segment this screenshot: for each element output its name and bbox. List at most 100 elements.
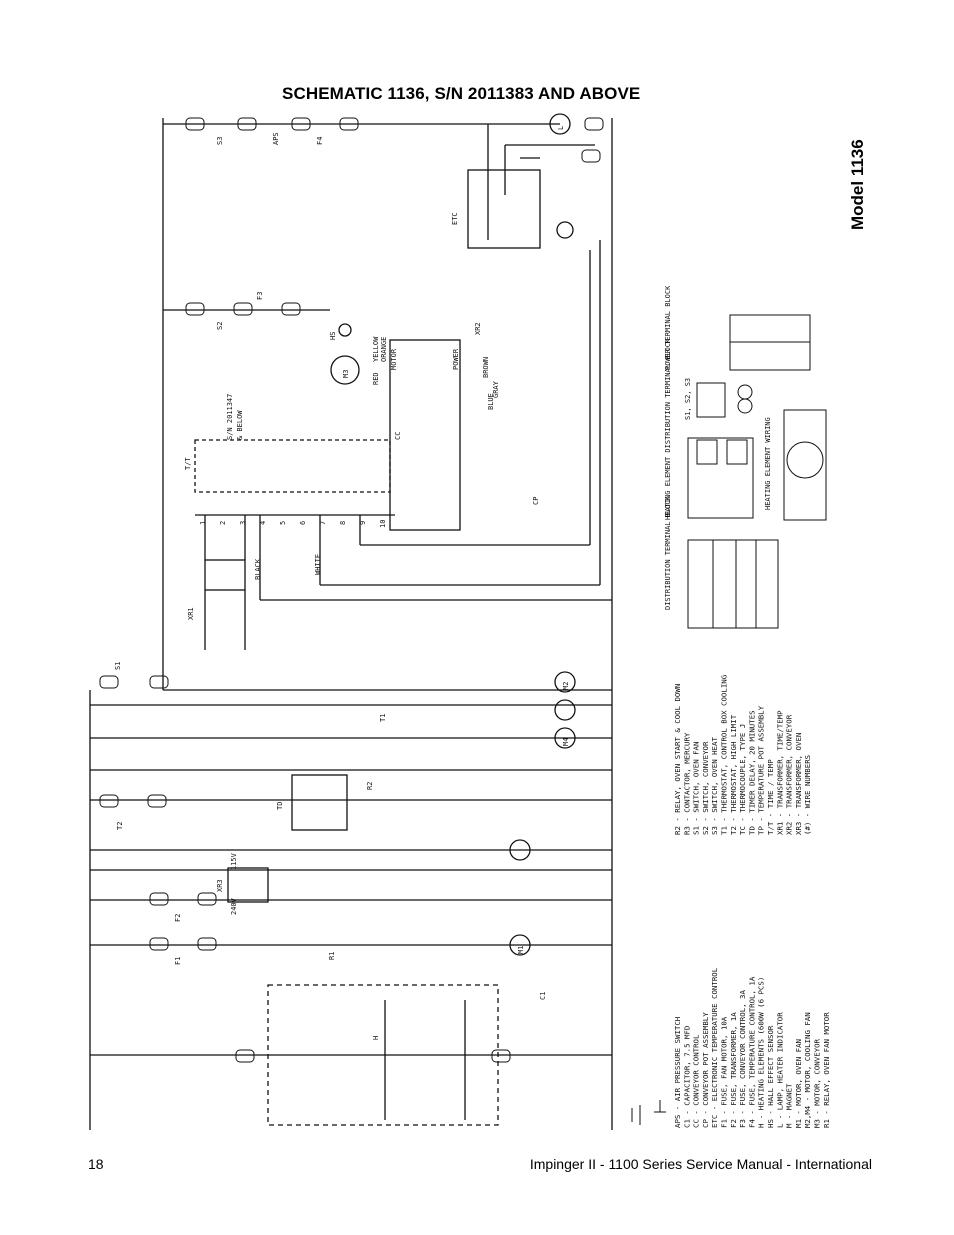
legend-entry: TD - TIMER DELAY, 20 MINUTES xyxy=(747,710,756,835)
f1-label: F1 xyxy=(174,957,182,965)
r2-label: R2 xyxy=(366,782,374,790)
aps-label: APS xyxy=(272,132,280,145)
heating-wiring-label: HEATING ELEMENT WIRING xyxy=(764,417,772,510)
xr2-label: XR2 xyxy=(474,322,482,335)
legend-entry: T/T - TIME / TEMP xyxy=(766,759,775,835)
tt-number: 3 xyxy=(239,521,247,525)
m1-label: M1 xyxy=(517,946,525,954)
v240-label: 240V xyxy=(230,897,238,915)
legend-entry: APS - AIR PRESSURE SWITCH xyxy=(673,1017,682,1128)
s3-label: S3 xyxy=(216,137,224,145)
v115-label: 115V xyxy=(230,852,238,870)
m2-label: M2 xyxy=(562,682,570,690)
hs-label: HS xyxy=(329,332,337,340)
wire-orange-label: ORANGE xyxy=(380,337,388,362)
legend-entry: XR2 - TRANSFORMER, CONVEYOR xyxy=(785,714,794,835)
wire-blue-label: BLUE xyxy=(487,393,495,410)
cp-label: CP xyxy=(532,497,540,505)
tt-number: 8 xyxy=(339,521,347,525)
heating-block-label: HEATING ELEMENT DISTRIBUTION TERMINAL BL… xyxy=(664,338,672,520)
page-title: SCHEMATIC 1136, S/N 2011383 AND ABOVE xyxy=(282,84,641,103)
legend-entry: M1 - MOTOR, OVEN FAN xyxy=(794,1039,803,1128)
dist-block-label: DISTRIBUTION TERMINAL BLOCK xyxy=(664,495,672,610)
legend-entry: T1 - THERMOSTAT, CONTROL BOX COOLING xyxy=(720,675,729,835)
wire-brown-label: BROWN xyxy=(482,357,490,378)
switches-label: S1, S2, S3 xyxy=(684,378,692,420)
tt-label: T/T xyxy=(184,457,192,470)
tt-numbers: 1 2 3 4 5 6 7 8 9 10 xyxy=(199,520,387,528)
legend-entry: S2 - SWITCH, CONVEYOR xyxy=(701,741,710,835)
r1-label: R1 xyxy=(328,952,336,960)
f3-label: F3 xyxy=(256,292,264,300)
tt-number: 6 xyxy=(299,521,307,525)
s2-label: S2 xyxy=(216,322,224,330)
tt-number: 2 xyxy=(219,521,227,525)
legend-entry: S1 - SWITCH, OVEN FAN xyxy=(692,742,701,835)
tt-number: 4 xyxy=(259,521,267,525)
legend-entry: XR3 - TRANSFORMER, OVEN xyxy=(794,733,803,835)
tt-number: 10 xyxy=(379,520,387,528)
motor-label: MOTOR xyxy=(390,348,398,370)
main-wiring xyxy=(89,113,613,1130)
wire-yellow-label: YELLOW xyxy=(372,336,380,362)
legend-entry: R2 - RELAY, OVEN START & COOL DOWN xyxy=(673,684,682,835)
power-label: POWER xyxy=(452,348,460,370)
etc-label: ETC xyxy=(451,212,459,225)
t1-label: T1 xyxy=(379,714,387,722)
sn-note-1: S/N 2011347 xyxy=(226,394,234,440)
legend-entry: HS - HALL EFFECT SENSOR xyxy=(766,1025,775,1128)
legend-entry: F4 - FUSE, TEMPERATURE CONTROL, 1A xyxy=(747,976,756,1128)
cc-label: CC xyxy=(394,432,402,440)
legend-entry: CC - CONVEYOR CONTROL xyxy=(692,1034,701,1128)
td-label: TD xyxy=(276,802,284,810)
legend-entry: H - HEATING ELEMENTS (600W (6 PCS) xyxy=(757,977,766,1128)
tt-number: 7 xyxy=(319,521,327,525)
legend-entry: TP - TEMPERATURE POT ASSEMBLY xyxy=(757,705,766,835)
wire-red-label: RED xyxy=(372,372,380,385)
legend-entry: M2,M4 - MOTOR, COOLING FAN xyxy=(803,1012,812,1128)
legend-entry: M - MAGNET xyxy=(785,1083,794,1128)
terminal-markers xyxy=(99,117,604,1063)
sn-note-2: & BELOW xyxy=(236,410,244,440)
manual-title: Impinger II - 1100 Series Service Manual… xyxy=(529,1156,872,1172)
legend-entry: S3 - SWITCH, OVEN HEAT xyxy=(710,737,719,835)
s1-label: S1 xyxy=(114,662,122,670)
legend-entry: F2 - FUSE, TRANSFORMER, 1A xyxy=(729,1012,738,1128)
legend-entry: TC - THERMOCOUPLE, TYPE J xyxy=(738,724,747,835)
m3-label: M3 xyxy=(342,370,350,378)
f2-label: F2 xyxy=(174,914,182,922)
lamp-label: L xyxy=(557,126,565,130)
page-number: 18 xyxy=(88,1156,104,1172)
f4-label: F4 xyxy=(316,137,324,145)
legend-entry: C1 - CAPACITOR, 7.5 MFD xyxy=(682,1026,691,1128)
c1-label: C1 xyxy=(539,992,547,1000)
legend-entry: R1 - RELAY, OVEN FAN MOTOR xyxy=(822,1012,831,1128)
legend-entry: XR1 - TRANSFORMER, TIME/TEMP xyxy=(775,710,784,835)
legend-entry: L - LAMP, HEATER INDICATOR xyxy=(775,1012,784,1128)
legend-entry: CP - CONVEYOR POT ASSEMBLY xyxy=(701,1012,710,1128)
legend-entry: R3 - CONTACTOR, MERCURY xyxy=(682,732,691,835)
wire-white-label: WHITE xyxy=(314,554,322,575)
tt-number: 5 xyxy=(279,521,287,525)
tt-number: 1 xyxy=(199,521,207,525)
m4-label: M4 xyxy=(562,738,570,746)
legend-entry: F1 - FUSE, FAN MOTOR, 10A xyxy=(720,1016,729,1128)
t2-label: T2 xyxy=(116,822,124,830)
xr3-label: XR3 xyxy=(216,879,224,892)
wire-gray-label: GRAY xyxy=(492,380,500,398)
xr1-label: XR1 xyxy=(187,607,195,620)
legend-entry: ETC - ELECTRONIC TEMPERATURE CONTROL xyxy=(710,967,719,1128)
power-block-label: POWER TERMINAL BLOCK xyxy=(664,285,672,370)
component-labels: ETC CC T/T S/N 2011347 & BELOW S3 S2 S1 … xyxy=(114,126,772,1040)
legend-entry: T2 - THERMOSTAT, HIGH LIMIT xyxy=(729,714,738,835)
legend-entry: M3 - MOTOR, CONVEYOR xyxy=(813,1038,822,1128)
legend-entry: F3 - FUSE, CONVEYOR CONTROL, 3A xyxy=(738,990,747,1128)
h-label: H xyxy=(372,1036,380,1040)
terminal-block-sketches xyxy=(687,314,827,629)
legend-entry: (#) - WIRE NUMBERS xyxy=(803,755,812,835)
tt-number: 9 xyxy=(359,521,367,525)
ground-symbol xyxy=(631,1100,666,1125)
